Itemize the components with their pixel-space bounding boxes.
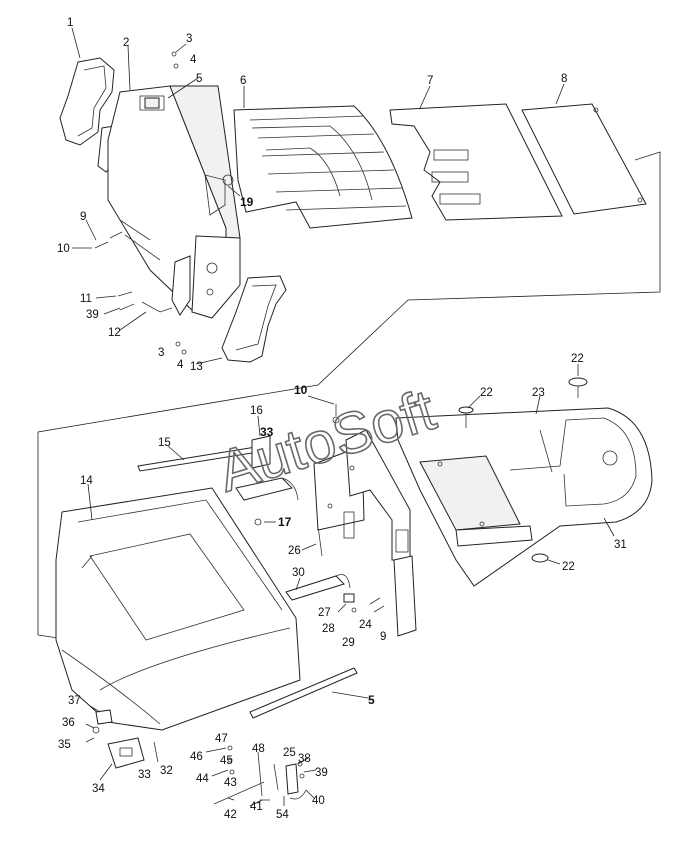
callout-11: 11 <box>80 293 92 305</box>
callout-5-lower: 5 <box>368 693 375 707</box>
part-13-end-cover <box>221 275 287 363</box>
callout-42: 42 <box>224 809 237 821</box>
callout-14: 14 <box>80 475 93 487</box>
callout-6: 6 <box>240 75 246 87</box>
callout-10-lower: 10 <box>294 383 308 397</box>
callout-1: 1 <box>67 17 73 29</box>
callout-3: 3 <box>186 33 192 45</box>
callout-22-top: 22 <box>571 353 584 365</box>
callout-40: 40 <box>312 795 325 807</box>
callout-39: 39 <box>86 309 99 321</box>
callout-33: 33 <box>260 425 274 439</box>
callout-7: 7 <box>427 75 433 87</box>
part-8-cover-plate <box>521 103 647 215</box>
callout-23: 23 <box>532 387 545 399</box>
callout-27: 27 <box>318 607 331 619</box>
callout-45: 45 <box>220 755 233 767</box>
callout-47: 47 <box>215 733 228 745</box>
part-23-base-plate <box>395 407 653 587</box>
callout-30: 30 <box>292 567 305 579</box>
callout-35: 35 <box>58 739 71 751</box>
leader-lines <box>71 27 615 807</box>
callout-41: 41 <box>250 801 263 813</box>
callout-28: 28 <box>322 623 335 635</box>
callout-10: 10 <box>57 243 70 255</box>
callout-8: 8 <box>561 73 567 85</box>
callout-43: 43 <box>224 777 237 789</box>
callout-15: 15 <box>158 437 171 449</box>
callout-4: 4 <box>190 54 197 66</box>
callout-9-lower: 9 <box>380 631 386 643</box>
part-2-housing <box>107 85 241 319</box>
callout-29: 29 <box>342 637 355 649</box>
callout-2: 2 <box>123 37 129 49</box>
part-22-knobs <box>458 377 588 563</box>
part-6-fan-plate <box>233 105 413 229</box>
bracket-parts <box>235 404 385 613</box>
callout-9: 9 <box>80 211 86 223</box>
callout-25: 25 <box>283 747 296 759</box>
callout-12: 12 <box>108 327 121 339</box>
callout-44: 44 <box>196 773 209 785</box>
callout-3-lower: 3 <box>158 347 164 359</box>
section-boundary-tail <box>37 634 59 639</box>
callout-16: 16 <box>250 405 263 417</box>
callout-31: 31 <box>614 539 627 551</box>
callout-37: 37 <box>68 695 81 707</box>
upper-fasteners <box>94 51 234 355</box>
bottom-left-parts <box>85 709 159 769</box>
callout-54: 54 <box>276 809 289 821</box>
callout-5: 5 <box>196 73 202 85</box>
callout-33-lower: 33 <box>138 769 151 781</box>
callout-38: 38 <box>298 753 311 765</box>
seat-frame-bracket <box>313 429 417 637</box>
callout-39-lower: 39 <box>315 767 328 779</box>
part-7-slotted-plate <box>389 103 563 221</box>
callout-17: 17 <box>278 515 292 529</box>
part-5-rod <box>249 667 358 719</box>
callout-32: 32 <box>160 765 173 777</box>
callout-26: 26 <box>288 545 301 557</box>
callout-22-mid: 22 <box>480 387 493 399</box>
section-boundary <box>37 151 661 635</box>
callout-34: 34 <box>92 783 105 795</box>
callout-13: 13 <box>190 361 203 373</box>
callout-48: 48 <box>252 743 265 755</box>
callout-labels: 1 2 3 4 5 6 7 8 19 9 10 11 39 12 3 4 13 … <box>57 17 627 821</box>
callout-36: 36 <box>62 717 75 729</box>
callout-46: 46 <box>190 751 203 763</box>
callout-4-lower: 4 <box>177 359 184 371</box>
callout-22-bottom: 22 <box>562 561 575 573</box>
part-14-seat-cushion <box>55 487 301 731</box>
callout-24: 24 <box>359 619 372 631</box>
callout-19: 19 <box>240 195 254 209</box>
